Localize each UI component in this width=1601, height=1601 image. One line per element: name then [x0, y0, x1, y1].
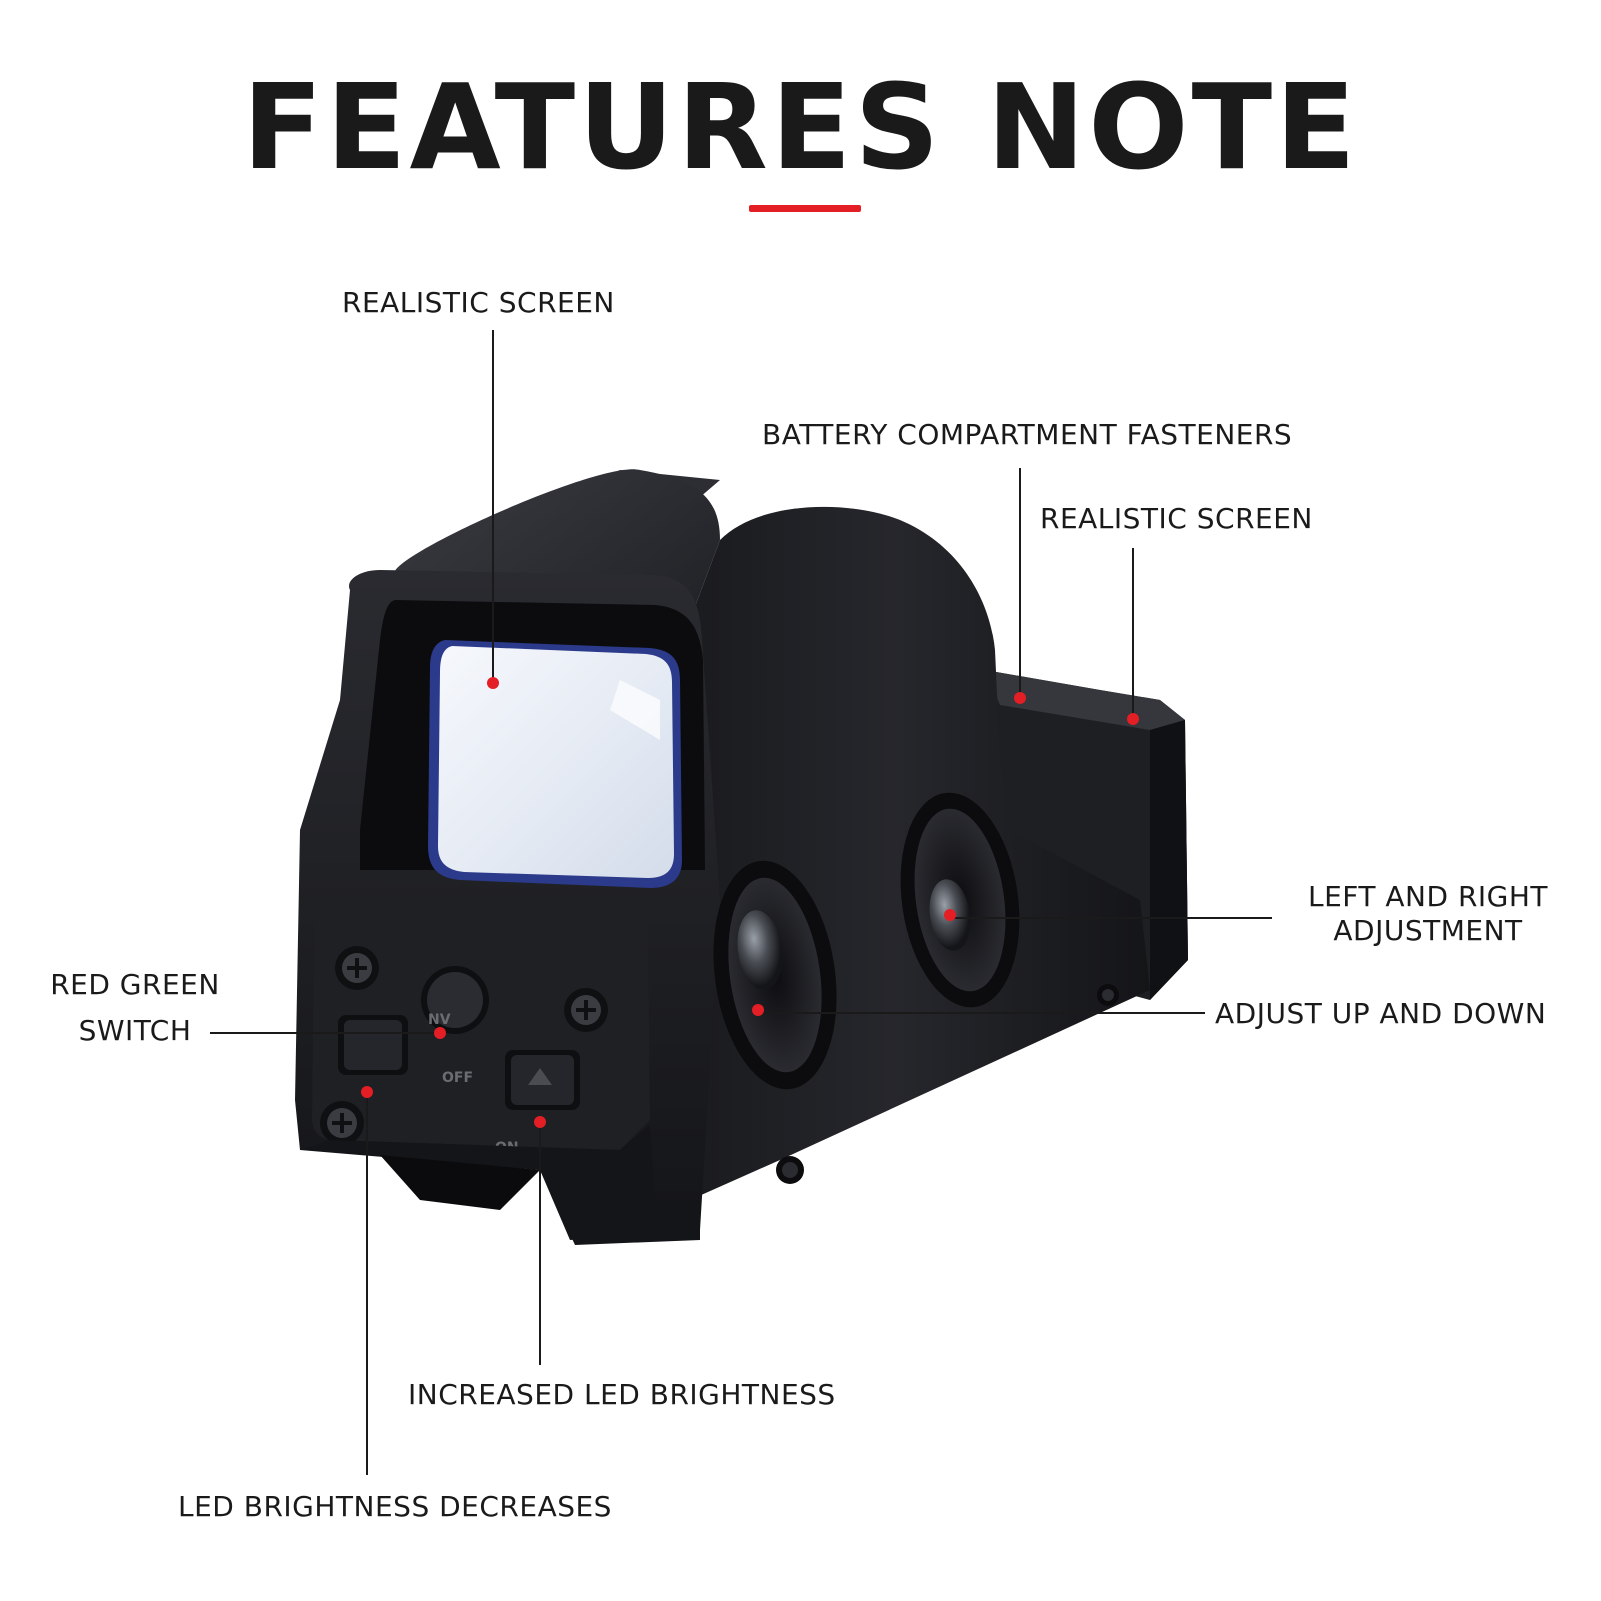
callout-realistic-screen-rear: REALISTIC SCREEN: [1040, 502, 1313, 535]
marker-dot: [361, 1086, 373, 1098]
marker-dot: [534, 1116, 546, 1128]
callout-line: LEFT AND RIGHT: [1307, 880, 1549, 913]
marker-dot: [752, 1004, 764, 1016]
callout-left-right-adjustment: LEFT AND RIGHT ADJUSTMENT: [1278, 880, 1578, 947]
callout-markers: [361, 677, 1139, 1128]
mount-rail: [300, 1125, 700, 1245]
marker-dot: [944, 909, 956, 921]
marker-dot: [434, 1027, 446, 1039]
screw-icon: [335, 946, 379, 990]
marker-dot: [1127, 713, 1139, 725]
screw-icon: [564, 988, 608, 1032]
screw-icon: [320, 1101, 364, 1145]
page-title: FEATURES NOTE: [242, 58, 1359, 196]
callout-adjust-up-down: ADJUST UP AND DOWN: [1215, 997, 1547, 1030]
elevation-knob: [737, 910, 783, 990]
callout-line: SWITCH: [78, 1013, 192, 1047]
callout-red-green-switch: RED GREEN SWITCH: [40, 968, 230, 1047]
marker-dot: [487, 677, 499, 689]
title-underline: [749, 205, 861, 212]
control-panel: NV OFF ON: [312, 900, 650, 1197]
switch-mark-nv: NV: [428, 1012, 451, 1028]
adjustment-ports: [713, 792, 1119, 1184]
callout-increased-led: INCREASED LED BRIGHTNESS: [408, 1378, 836, 1411]
callout-line: RED GREEN: [50, 968, 220, 1001]
leader-lines: [210, 330, 1272, 1475]
callout-battery-fasteners: BATTERY COMPARTMENT FASTENERS: [762, 418, 1293, 451]
callout-line: ADJUSTMENT: [1333, 913, 1523, 947]
front-lens: [428, 640, 682, 888]
callout-realistic-screen-front: REALISTIC SCREEN: [342, 286, 615, 319]
switch-mark-off: OFF: [442, 1070, 473, 1086]
marker-dot: [1014, 692, 1026, 704]
callout-decreases-led: LED BRIGHTNESS DECREASES: [178, 1490, 612, 1523]
